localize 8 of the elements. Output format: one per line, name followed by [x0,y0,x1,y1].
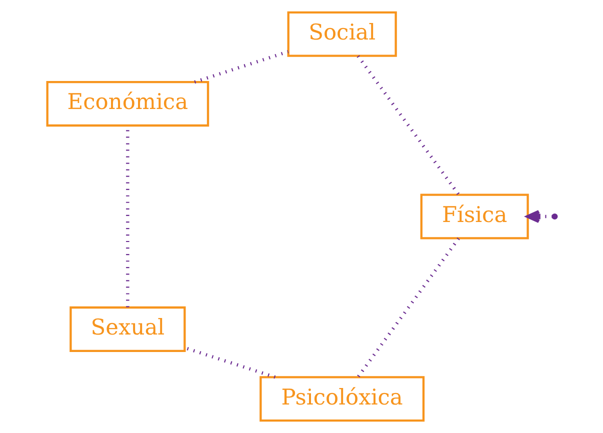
connector [356,55,460,196]
node-box: Sexual [69,306,186,352]
connector [356,238,460,378]
node-box: Física [420,194,528,240]
node-box: Psicolóxica [259,376,424,422]
connector [194,50,288,84]
node-box: Social [286,11,396,57]
node-box: Económica [46,80,209,127]
